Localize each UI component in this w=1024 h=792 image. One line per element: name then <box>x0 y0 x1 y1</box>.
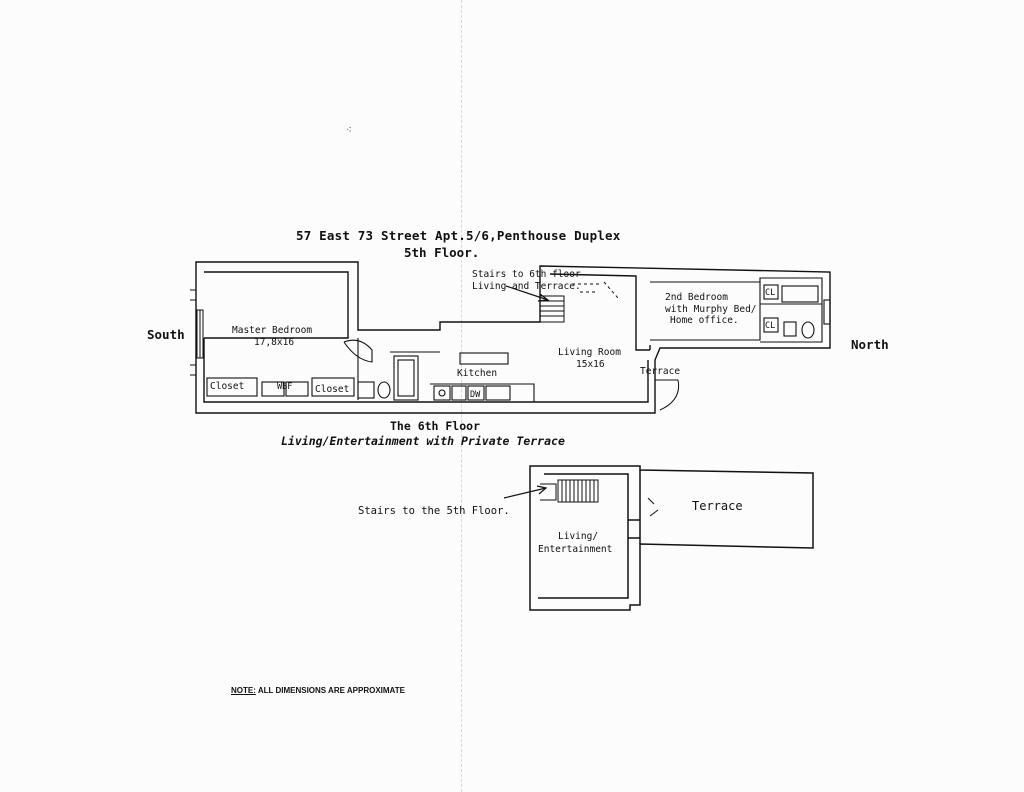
note-prefix: NOTE: <box>231 686 256 695</box>
page-fold-line <box>461 0 462 792</box>
dishwasher-label: DW <box>470 390 481 400</box>
kitchen-label: Kitchen <box>457 368 498 379</box>
second-bedroom-note-line2: with Murphy Bed/ <box>665 304 757 315</box>
plan-title: 57 East 73 Street Apt.5/6,Penthouse Dupl… <box>296 228 621 243</box>
bathroom <box>343 338 440 401</box>
second-bedroom-note-line3: Home office. <box>670 315 739 326</box>
fifth-floor-stairs <box>539 281 619 323</box>
living-room-label: Living Room <box>558 347 621 358</box>
fifth-terrace-label: Terrace <box>640 366 681 377</box>
stairs-arrow <box>505 285 550 302</box>
sixth-floor-heading: The 6th Floor <box>390 419 481 433</box>
closet-right-label: Closet <box>315 384 350 395</box>
closet-cl-bottom: CL <box>765 321 776 331</box>
closet-bank <box>206 377 355 397</box>
stairs-to-fifth-label: Stairs to the 5th Floor. <box>358 505 510 517</box>
sixth-terrace-label: Terrace <box>692 499 743 513</box>
fifth-floor-outline <box>195 261 831 414</box>
living-entertainment-line2: Entertainment <box>538 544 613 555</box>
sixth-floor-outline <box>529 465 814 611</box>
kitchen-fixtures <box>430 352 535 402</box>
south-label: South <box>147 327 185 342</box>
north-label: North <box>851 337 889 352</box>
sixth-stairs-arrow <box>503 485 548 499</box>
south-window <box>190 289 204 376</box>
floor-title: 5th Floor. <box>404 245 480 260</box>
living-entertainment-line1: Living/ <box>558 531 599 542</box>
stairs-note-line1: Stairs to 6th floor <box>472 269 581 280</box>
terrace-door <box>655 379 680 411</box>
note-text: ALL DIMENSIONS ARE APPROXIMATE <box>257 686 405 695</box>
sixth-floor-stairs <box>540 479 659 517</box>
scan-speck: ⁖ <box>346 125 352 136</box>
wbf-label: WBF <box>277 382 293 392</box>
master-bedroom-dimensions: 17,8x16 <box>254 337 295 348</box>
closet-cl-top: CL <box>765 288 776 298</box>
living-room-dimensions: 15x16 <box>576 359 605 370</box>
second-bedroom-suite <box>650 277 831 343</box>
dimensions-note: NOTE: ALL DIMENSIONS ARE APPROXIMATE <box>231 686 405 695</box>
stairs-note-line2: Living and Terrace. <box>472 281 581 292</box>
closet-left-label: Closet <box>210 381 245 392</box>
sixth-floor-subheading: Living/Entertainment with Private Terrac… <box>281 434 565 448</box>
master-bedroom-label: Master Bedroom <box>232 325 313 336</box>
second-bedroom-label: 2nd Bedroom <box>665 292 728 303</box>
